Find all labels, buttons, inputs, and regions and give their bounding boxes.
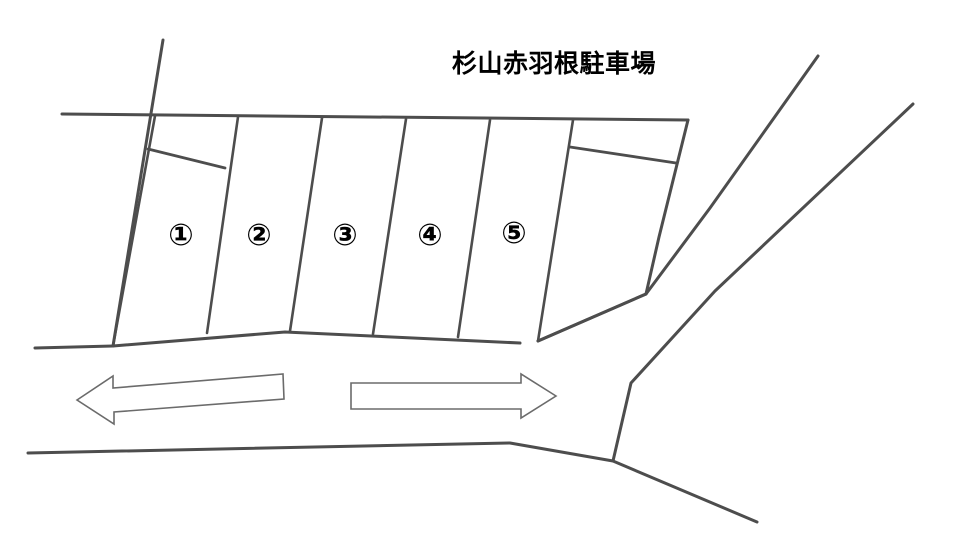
road-main-north-edge (33, 344, 115, 350)
corner-hatch-left-icon (146, 147, 227, 170)
stall-divider-lines (111, 114, 575, 348)
road-network (26, 54, 915, 524)
lot-right-edge (644, 118, 690, 296)
corner-hatch-marks (146, 145, 678, 170)
stall-divider-5 (536, 118, 575, 343)
stall-label-3: ③ (332, 218, 358, 253)
lot-lower-right-edge (536, 292, 648, 343)
stall-divider-4 (456, 118, 492, 339)
page-title: 杉山赤羽根駐車場 (452, 49, 657, 78)
corner-hatch-right-icon (568, 145, 678, 165)
arrow-west-icon (75, 373, 285, 426)
road-main-south-edge (26, 441, 759, 524)
road-branch-east (611, 102, 915, 463)
stall-divider-2 (288, 116, 324, 333)
stall-label-2: ② (246, 218, 272, 253)
parking-lot-outline (60, 38, 690, 348)
stall-label-4: ④ (417, 218, 443, 253)
road-branch-northeast (536, 54, 820, 343)
lot-bottom-boundary (111, 330, 522, 348)
direction-arrows (75, 372, 558, 426)
stall-label-1: ① (168, 218, 194, 253)
stall-label-5: ⑤ (501, 216, 527, 251)
stall-divider-3 (371, 117, 408, 336)
stall-divider-0 (111, 114, 157, 348)
stall-divider-1 (205, 115, 240, 335)
lot-top-boundary (60, 112, 690, 122)
arrow-east-icon (350, 372, 558, 420)
